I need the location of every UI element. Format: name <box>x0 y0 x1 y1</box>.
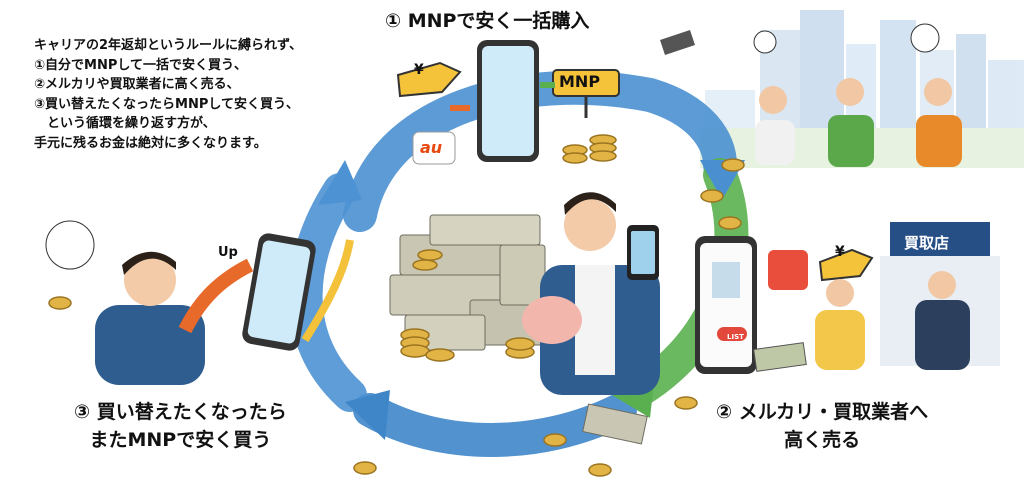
intro-line: キャリアの2年返却というルールに縛られず、 <box>34 38 303 53</box>
scattered-coins <box>48 158 745 477</box>
step3-line2: またMNPで安く買う <box>89 429 272 451</box>
phone-step1 <box>396 40 620 165</box>
intro-line: という循環を繰り返す方が、 <box>34 116 216 132</box>
yen-price-tag-2: ¥ <box>835 244 845 260</box>
step2-label: ② メルカリ・買取業者へ 高く売る <box>716 398 928 454</box>
broken-chain-icon <box>660 30 695 55</box>
mercari-icon <box>768 250 808 290</box>
step3-label: ③ 買い替えたくなったら またMNPで安く買う <box>74 398 287 454</box>
banknote <box>582 403 648 445</box>
intro-line: ①自分でMNPして一括で安く買う、 <box>34 57 247 73</box>
intro-line: ②メルカリや買取業者に高く売る、 <box>34 77 240 93</box>
intro-paragraph: キャリアの2年返却というルールに縛られず、 ①自分でMNPして一括で安く買う、 … <box>34 36 302 154</box>
buyback-shop-sign: 買取店 <box>904 234 950 252</box>
gold-coins-center <box>400 249 535 362</box>
piggy-bank <box>522 296 582 344</box>
step1-label: ① MNPで安く一括購入 <box>385 10 590 32</box>
intro-line: 手元に残るお金は絶対に多くなります。 <box>34 135 267 151</box>
mnp-sign-text: MNP <box>559 72 601 91</box>
phone-step2 <box>695 236 874 374</box>
au-carrier-logo: au <box>420 138 443 157</box>
center-man <box>522 192 660 395</box>
buyback-shop <box>815 222 1000 370</box>
list-button: LIST <box>727 333 744 341</box>
gold-coins-step1 <box>562 134 617 164</box>
thinking-man <box>45 220 354 385</box>
intro-line: ③買い替えたくなったらMNPして安く買う、 <box>34 96 299 112</box>
step2-line1: ② メルカリ・買取業者へ <box>716 401 929 423</box>
up-arrow-label: Up <box>218 245 238 260</box>
city-people <box>660 23 962 167</box>
yen-price-tag-1: ¥ <box>414 62 424 78</box>
step3-line1: ③ 買い替えたくなったら <box>74 401 287 423</box>
step2-line2: 高く売る <box>784 429 861 451</box>
